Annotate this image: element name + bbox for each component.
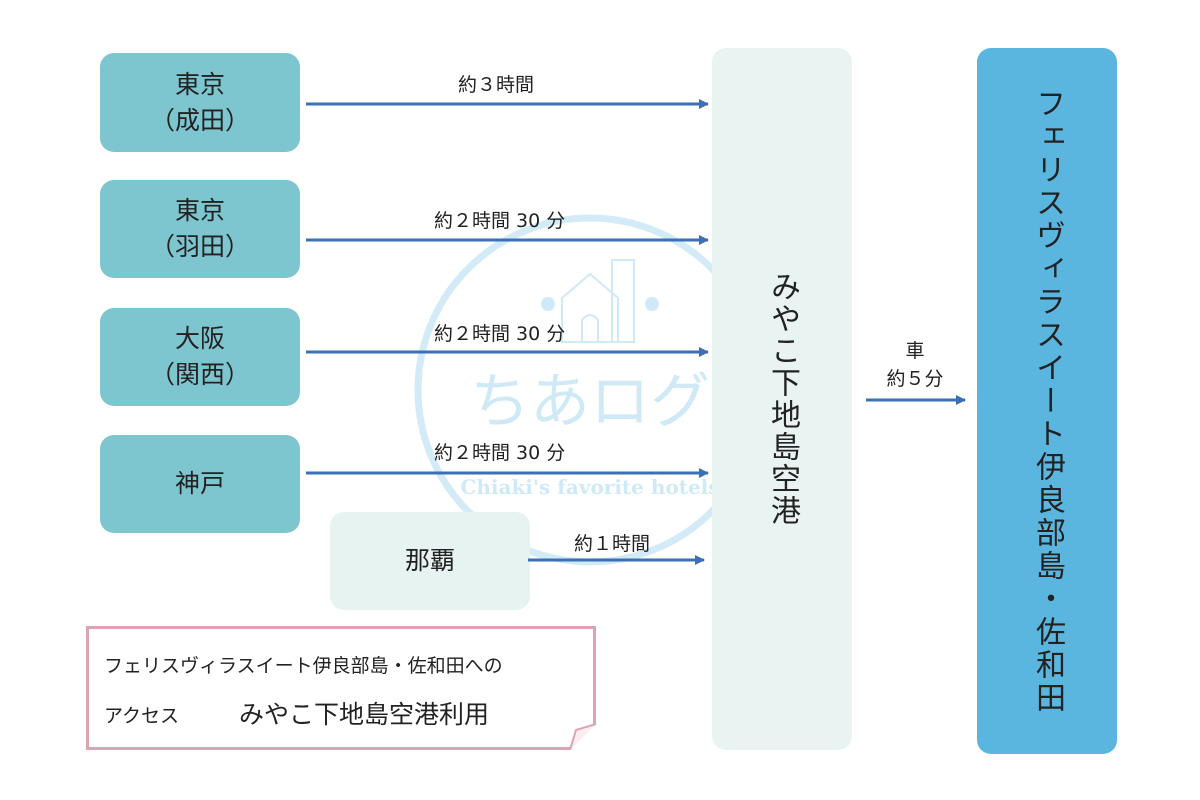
- note-box: フェリスヴィラスイート伊良部島・佐和田への アクセス みやこ下地島空港利用: [86, 626, 596, 750]
- origin-airport: （関西）: [149, 360, 250, 389]
- airport-label: みやこ下地島空港: [765, 271, 800, 527]
- transfer-label: 車 約５分: [882, 337, 948, 393]
- origin-airport: （成田）: [149, 105, 250, 135]
- origin-box-narita: 東京 （成田）: [100, 53, 300, 152]
- note-line2-large: みやこ下地島空港利用: [239, 700, 490, 729]
- duration-label-kobe: 約２時間 30 分: [434, 442, 566, 464]
- note-line1: フェリスヴィラスイート伊良部島・佐和田への: [104, 655, 503, 677]
- page-fold-icon: [570, 724, 596, 750]
- origin-box-kobe: 神戸: [100, 435, 300, 533]
- duration-label-naha: 約１時間: [574, 533, 651, 555]
- duration-label-narita: 約３時間: [458, 74, 535, 96]
- origin-name: 那覇: [404, 546, 455, 575]
- transfer-mode: 車: [905, 340, 925, 362]
- note-line2-small: アクセス: [104, 705, 180, 727]
- origin-name: 東京: [174, 196, 225, 225]
- duration-label-haneda: 約２時間 30 分: [434, 210, 566, 232]
- hotel-label: フェリスヴィラスイート伊良部島・佐和田: [1030, 87, 1065, 715]
- origin-box-haneda: 東京 （羽田）: [100, 180, 300, 278]
- origin-box-naha: 那覇: [330, 512, 530, 610]
- origin-name: 東京: [174, 69, 225, 99]
- hotel-box: フェリスヴィラスイート伊良部島・佐和田: [977, 48, 1117, 754]
- origin-box-kansai: 大阪 （関西）: [100, 308, 300, 406]
- origin-airport: （羽田）: [149, 232, 250, 261]
- origin-name: 大阪: [174, 324, 225, 353]
- duration-label-kansai: 約２時間 30 分: [434, 323, 566, 345]
- origin-name: 神戸: [174, 469, 225, 498]
- transfer-duration: 約５分: [886, 368, 944, 390]
- airport-box: みやこ下地島空港: [712, 48, 852, 750]
